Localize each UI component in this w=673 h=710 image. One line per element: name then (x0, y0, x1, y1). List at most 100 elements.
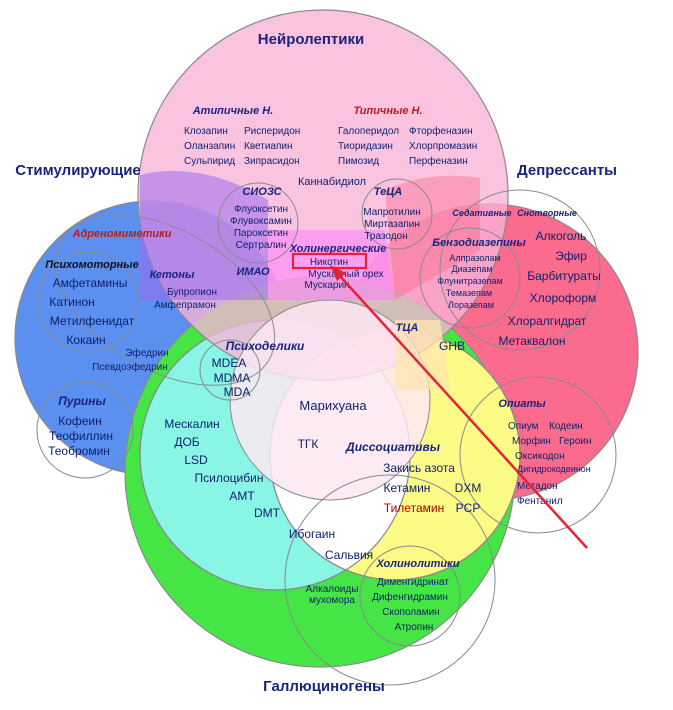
drug-item: Темазепам (446, 288, 492, 298)
drug-item: Хлороформ (530, 291, 597, 305)
drug-item: Теофиллин (49, 429, 113, 443)
group-tca: ТЦА (396, 322, 419, 334)
drug-item: Кодеин (549, 421, 583, 432)
drug-item: Диазепам (451, 264, 492, 274)
drug-item: Сульпирид (184, 156, 235, 167)
drug-item: Эфир (555, 249, 587, 263)
drug-item: Амфепрамон (154, 299, 216, 311)
drug-item: MDEA (212, 356, 247, 370)
group-purines: Пурины (58, 394, 106, 408)
drug-item: Флунитразепам (437, 276, 502, 286)
arrow-head-icon (330, 265, 346, 281)
group-psychedelics: Психоделики (226, 339, 305, 353)
group-adreno: Адреномиметики (72, 228, 172, 240)
group-atypical: Атипичные Н. (192, 105, 274, 117)
drug-item: Тиоридазин (338, 141, 393, 152)
drug-item: GHB (439, 339, 465, 353)
drug-item: DMT (254, 506, 281, 520)
drug-item: Фторфеназин (409, 125, 473, 137)
drug-item: Хлорпромазин (409, 141, 477, 152)
drug-item: Мапротилин (363, 207, 420, 218)
drug-item: Оланзапин (184, 141, 235, 152)
drug-item: Алпразолам (449, 253, 500, 263)
drug-item: Героин (559, 436, 592, 447)
highlight-box (291, 252, 368, 270)
drug-item: ТГК (298, 437, 319, 451)
drug-item: Хлоралгидрат (508, 314, 587, 328)
drug-item: Пимозид (338, 156, 379, 167)
set-label-hallucinogens: Галлюциногены (263, 678, 385, 695)
drug-item: Барбитураты (527, 269, 601, 283)
drug-item: АМТ (229, 489, 255, 503)
group-ketones: Кетоны (150, 269, 195, 281)
drug-item: Тразодон (364, 231, 407, 242)
drug-item: Миртазапин (364, 219, 420, 230)
drug-item: Псевдоэфедрин (92, 361, 168, 373)
group-maoi: ИМАО (236, 266, 269, 278)
group-ssri: СИОЗС (242, 186, 282, 198)
drug-item: Фентанил (517, 496, 563, 507)
drug-item: мухомора (309, 595, 355, 606)
drug-item: Флувоксамин (230, 216, 292, 227)
drug-item: Мускарин (304, 280, 349, 291)
drug-item: DXM (455, 481, 482, 495)
drug-item: Галоперидол (338, 126, 399, 137)
drug-item: Псилоцибин (195, 471, 264, 485)
drug-item: Кетамин (384, 481, 431, 495)
drug-item: Флуоксетин (234, 204, 288, 215)
drug-item: Морфин (512, 435, 551, 447)
drug-item: Дименгидринат (377, 577, 449, 588)
drug-item: Алкалоиды (306, 584, 359, 595)
group-benzo: Бензодиазепины (432, 237, 526, 249)
drug-item: Перфеназин (409, 155, 468, 167)
drug-item: Лоразепам (448, 300, 494, 310)
drug-item: ДОБ (174, 435, 199, 449)
drug-item: Амфетамины (53, 276, 128, 290)
drug-item: MDMA (214, 371, 251, 385)
drug-item: Рисперидон (244, 126, 300, 137)
drug-item: Метаквалон (498, 334, 565, 348)
drug-item: Опиум (508, 421, 539, 432)
drug-item: Мескалин (164, 417, 219, 431)
drug-item: Оксикодон (515, 451, 565, 462)
group-dissociatives: Диссоциативы (345, 440, 441, 454)
drug-item: Кокаин (66, 333, 105, 347)
drug-item: Бупропион (167, 287, 217, 298)
drug-item: Ибогаин (289, 527, 335, 541)
group-cholinergic: Холинергические (289, 243, 386, 255)
drug-item: Катинон (49, 295, 95, 309)
drug-item: Зипрасидон (244, 156, 300, 167)
drug-item: Тилетамин (384, 501, 444, 515)
drug-item: Дигидрокодеинон (517, 464, 591, 474)
drug-item: Пароксетин (234, 228, 288, 239)
drug-item: Марихуана (299, 398, 367, 413)
set-label-stimulants: Стимулирующие (15, 162, 141, 179)
drug-item: Метадон (517, 481, 558, 492)
group-teca: ТеЦА (374, 186, 402, 198)
drug-item: MDA (224, 385, 251, 399)
drug-item: Закись азота (383, 461, 455, 475)
drug-item: Кофеин (58, 414, 102, 428)
drug-item: Каннабидиол (298, 176, 366, 188)
set-label-neuroleptics: Нейролептики (258, 31, 364, 48)
drug-item: LSD (184, 453, 208, 467)
group-sedative: Седативные (452, 208, 511, 218)
drug-item: Метилфенидат (50, 314, 135, 328)
drug-item: Кветиапин (244, 141, 293, 152)
annotation-arrow (337, 273, 588, 549)
drug-item: Дифенгидрамин (372, 591, 448, 603)
drug-item: Теобромин (48, 444, 110, 458)
drug-item: Мускатный орех (308, 269, 383, 280)
drug-item: Сертралин (236, 240, 287, 251)
group-opiates: Опиаты (498, 398, 546, 410)
drug-item: Алкоголь (536, 229, 587, 243)
group-psychomotor: Психомоторные (45, 259, 138, 271)
drug-item: Сальвия (325, 548, 373, 562)
drug-item: Клозапин (184, 126, 228, 137)
set-label-depressants: Депрессанты (517, 162, 617, 179)
group-cholinolytics: Холинолитики (376, 558, 460, 570)
group-sleeping: Снотворные (517, 208, 577, 218)
drug-item: Эфедрин (125, 347, 168, 359)
drug-item: PCP (456, 501, 481, 515)
